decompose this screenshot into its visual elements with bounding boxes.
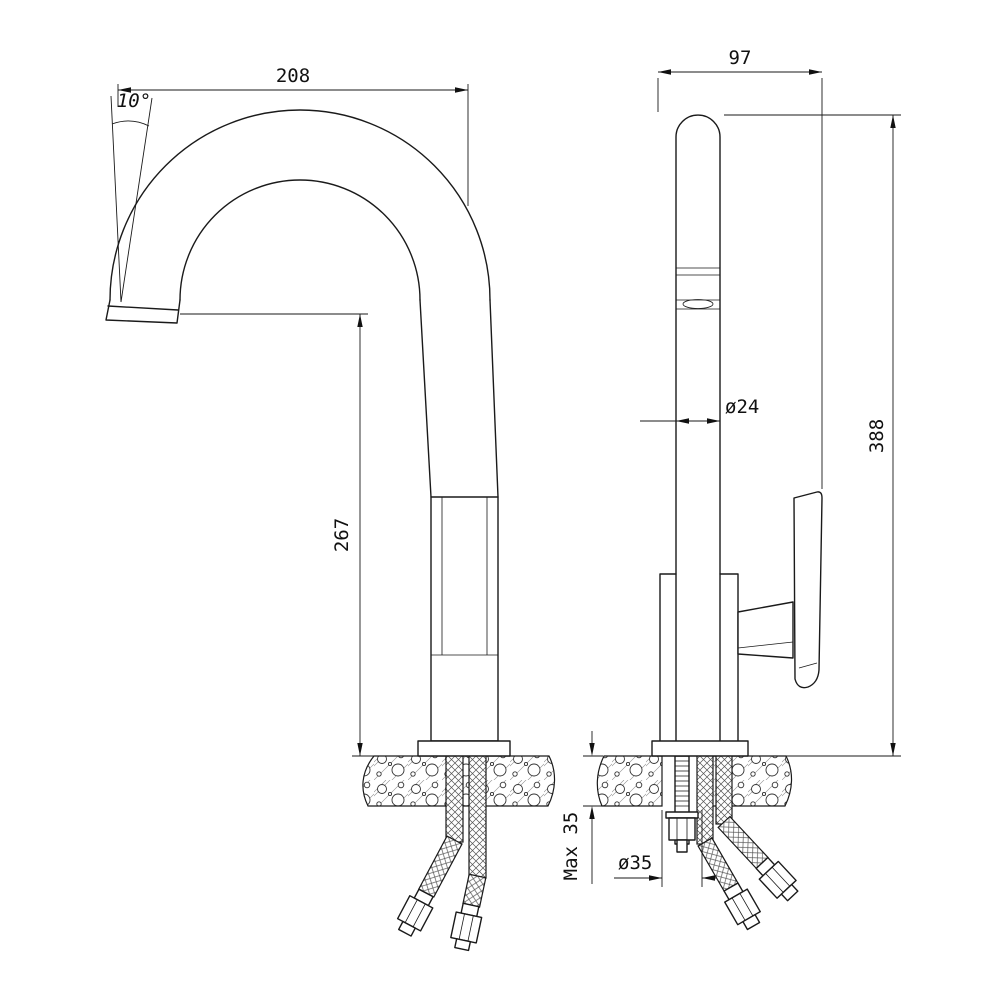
aerator-band xyxy=(676,267,720,310)
riser-pipe xyxy=(659,114,739,742)
dim-label-max-counter-thickness: Max 35 xyxy=(560,812,582,881)
supply-hose-right-2 xyxy=(715,753,799,902)
dim-label-spout-diameter: ø24 xyxy=(725,396,759,418)
side-view: 10° 208 267 xyxy=(105,65,556,952)
dim-label-top-width: 97 xyxy=(729,47,752,69)
dim-total-height: 388 xyxy=(724,114,901,757)
handle-mount xyxy=(737,601,794,659)
mounting-stud xyxy=(665,755,699,853)
hose-connector xyxy=(755,856,799,902)
spout-tip xyxy=(105,299,181,324)
dim-label-outlet-height: 267 xyxy=(331,518,353,552)
hose-connector xyxy=(450,902,483,952)
front-view: 97 ø24 388 Max 35 ø35 xyxy=(560,47,901,931)
dim-label-total-height: 388 xyxy=(866,419,888,453)
hose-connector xyxy=(723,882,761,931)
hose-connector xyxy=(396,888,434,937)
mounting-nut xyxy=(668,817,696,841)
dim-hole-diameter: ø35 xyxy=(614,810,716,887)
dim-label-spout-angle: 10° xyxy=(117,90,151,112)
dim-spout-angle: 10° xyxy=(110,90,153,303)
faucet-body-side xyxy=(430,496,499,742)
dim-label-spout-reach: 208 xyxy=(276,65,310,87)
dim-max-counter-thickness: Max 35 xyxy=(560,731,603,884)
supply-hose-left-2 xyxy=(450,753,487,952)
base-flange-front xyxy=(651,740,749,757)
dim-outlet-height: 267 xyxy=(180,313,418,757)
base-flange-side xyxy=(417,740,511,757)
handle-lever xyxy=(793,491,823,689)
mounting-washer xyxy=(665,811,699,819)
dim-spout-diameter: ø24 xyxy=(640,396,759,424)
spout-curve xyxy=(109,109,499,498)
dim-top-width: 97 xyxy=(657,47,823,489)
dim-label-hole-diameter: ø35 xyxy=(618,852,652,874)
dim-spout-reach: 208 xyxy=(117,65,469,206)
countertop-section-front-left xyxy=(596,755,663,807)
handle-lever-detail xyxy=(798,662,818,669)
